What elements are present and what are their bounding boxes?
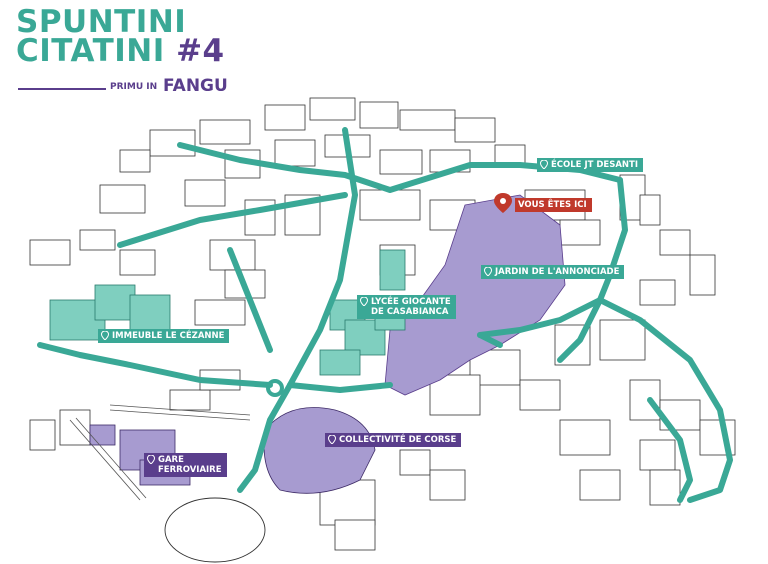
label-ecole-jt-desanti[interactable]: ÉCOLE JT DESANTI <box>537 158 644 172</box>
title-line-2: CITATINI #4 <box>16 36 225 67</box>
map-pin-icon <box>101 331 109 340</box>
subtitle-prefix: PRIMU IN <box>110 82 158 92</box>
subtitle: PRIMU IN FANGU <box>18 76 228 96</box>
label-line-1: LYCÉE GIOCANTE <box>371 297 451 307</box>
map-pin-icon <box>147 455 155 464</box>
label-collectivite-corse[interactable]: COLLECTIVITÉ DE CORSE <box>325 433 462 447</box>
title-line-1: SPUNTINI <box>16 4 187 40</box>
label-line-1: GARE <box>158 455 184 465</box>
label-text: JARDIN DE L'ANNONCIADE <box>495 267 620 277</box>
episode-number: #4 <box>176 33 225 69</box>
label-immeuble-cezanne[interactable]: IMMEUBLE LE CÉZANNE <box>98 329 230 343</box>
label-text: ÉCOLE JT DESANTI <box>551 160 639 170</box>
label-jardin-annonciade[interactable]: JARDIN DE L'ANNONCIADE <box>481 265 625 279</box>
label-text: IMMEUBLE LE CÉZANNE <box>112 331 225 341</box>
map-pin-icon <box>360 297 368 306</box>
label-vous-etes-ici[interactable]: VOUS ÊTES ICI <box>515 198 592 212</box>
roundabout-center <box>266 379 284 397</box>
location-pin <box>494 193 512 213</box>
map-pin-icon <box>540 160 548 169</box>
title-word: CITATINI <box>16 33 165 69</box>
label-text: COLLECTIVITÉ DE CORSE <box>339 435 457 445</box>
roundabout <box>164 497 266 563</box>
railway <box>69 404 251 501</box>
map-pin-icon <box>328 435 336 444</box>
subtitle-rule <box>18 88 106 90</box>
label-text: VOUS ÊTES ICI <box>518 200 587 210</box>
title: SPUNTINI CITATINI #4 <box>16 4 225 67</box>
purple-buildings <box>89 407 376 494</box>
label-line-2: FERROVIAIRE <box>158 465 222 475</box>
subtitle-name: FANGU <box>163 76 228 96</box>
map-pin-icon <box>484 267 492 276</box>
label-line-2: DE CASABIANCA <box>371 307 449 317</box>
